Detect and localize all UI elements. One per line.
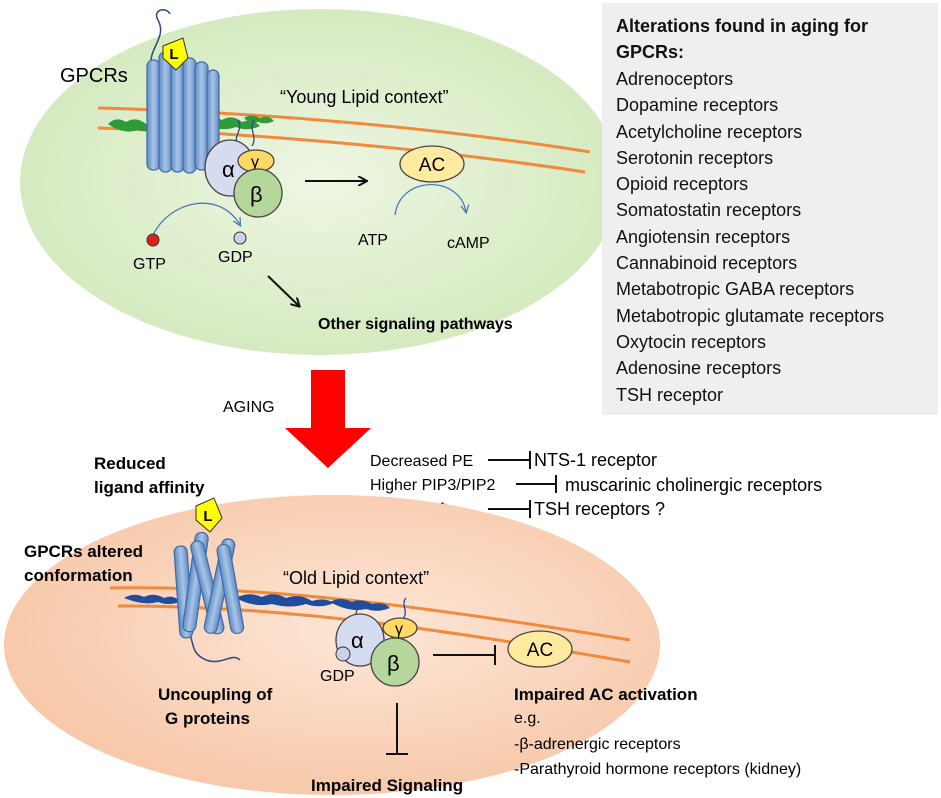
- receptor-list-item: Metabotropic glutamate receptors: [616, 305, 885, 326]
- receptor-list-item: Metabotropic GABA receptors: [616, 279, 855, 300]
- atp-camp-arrow: [394, 183, 466, 216]
- target-muscarinic: muscarinic cholinergic receptors: [565, 475, 822, 495]
- receptor-list-item: Serotonin receptors: [616, 147, 774, 168]
- old-ac-label: AC: [527, 640, 553, 661]
- old-gpcr: [173, 531, 245, 663]
- old-gdp-dot: [335, 646, 351, 662]
- gtp-gdp-exchange-arrow: [152, 202, 240, 236]
- reduced-affinity-label-2: ligand affinity: [94, 478, 205, 497]
- old-ac: AC: [507, 630, 573, 668]
- old-gamma-label: γ: [395, 621, 403, 638]
- gtp-label: GTP: [133, 256, 166, 273]
- old-g-protein: α γ β GDP: [320, 613, 420, 687]
- young-ligand: L: [162, 37, 189, 71]
- alterations-title-line-1: Alterations found in aging for: [616, 16, 868, 36]
- uncoupling-label-1: Uncoupling of: [158, 685, 273, 704]
- young-beta-label: β: [250, 182, 263, 207]
- young-ac-label: AC: [419, 155, 445, 176]
- example-parathyroid: -Parathyroid hormone receptors (kidney): [514, 761, 801, 778]
- receptor-list-item: TSH receptor: [616, 384, 724, 405]
- young-beta-subunit: [233, 168, 283, 218]
- lipid-changes: Decreased PE NTS-1 receptor Higher PIP3/…: [370, 450, 822, 519]
- old-lipid-context-label: “Old Lipid context”: [283, 568, 429, 588]
- other-pathways-label: Other signaling pathways: [318, 316, 513, 333]
- alterations-title-line-2: GPCRs:: [616, 42, 685, 62]
- aging-arrow: [285, 370, 371, 468]
- old-cell-body: [4, 495, 660, 795]
- alterations-title: Alterations found in aging for GPCRs:: [616, 13, 924, 65]
- old-ligand: L: [195, 497, 223, 533]
- other-pathways-arrow: [267, 275, 299, 306]
- target-nts1: NTS-1 receptor: [534, 450, 657, 470]
- young-g-protein: α γ β: [204, 139, 283, 218]
- old-cell: [4, 495, 660, 795]
- receptor-list-item: Oxytocin receptors: [616, 331, 767, 352]
- example-beta-adrenergic: -β-adrenergic receptors: [514, 736, 681, 753]
- camp-label: cAMP: [447, 235, 490, 252]
- receptor-list-item: Dopamine receptors: [616, 95, 779, 116]
- impaired-signaling-label: Impaired Signaling: [311, 776, 463, 795]
- receptor-list-item: Angiotensin receptors: [616, 226, 791, 247]
- altered-conformation-label-2: conformation: [24, 566, 133, 585]
- receptor-list-item: Acetylcholine receptors: [616, 121, 803, 142]
- receptor-list-item: Opioid receptors: [616, 174, 749, 195]
- old-alpha-label: α: [351, 628, 364, 653]
- impaired-ac-label: Impaired AC activation: [514, 685, 698, 704]
- old-gdp-label: GDP: [320, 668, 355, 685]
- gdp-label: GDP: [218, 249, 253, 266]
- young-lipid-context-label: “Young Lipid context”: [280, 87, 448, 107]
- young-gamma-label: γ: [251, 154, 259, 171]
- reduced-affinity-label-1: Reduced: [94, 454, 166, 473]
- aging-label: AGING: [223, 399, 275, 416]
- old-beta-subunit: [370, 637, 420, 687]
- eg-label: e.g.: [514, 710, 541, 727]
- young-alpha-label: α: [222, 157, 235, 182]
- old-beta-label: β: [387, 651, 400, 676]
- gpcrs-label: GPCRs: [60, 65, 128, 87]
- uncoupling-label-2: G proteins: [165, 709, 250, 728]
- alterations-panel: Alterations found in aging for GPCRs: Ad…: [602, 3, 938, 415]
- old-ligand-label: L: [203, 508, 212, 525]
- old-lipid-rafts: [124, 594, 390, 611]
- gdp-dot: [233, 231, 247, 245]
- receptor-list-item: Somatostatin receptors: [616, 200, 802, 221]
- lipid-change-decreased-pe: Decreased PE: [370, 453, 473, 470]
- receptor-list-item: Cannabinoid receptors: [616, 253, 798, 274]
- young-ac: AC: [399, 145, 465, 183]
- gtp-dot: [146, 233, 160, 247]
- receptor-list-item: Adrenoceptors: [616, 69, 734, 89]
- lipid-change-pip3-pip2: Higher PIP3/PIP2: [370, 477, 496, 494]
- young-gpcr: [146, 9, 220, 174]
- altered-conformation-label-1: GPCRs altered: [24, 542, 143, 561]
- atp-label: ATP: [358, 232, 388, 249]
- young-ligand-label: L: [169, 46, 178, 63]
- target-tsh: TSH receptors ?: [534, 499, 665, 519]
- receptor-list-item: Adenosine receptors: [616, 358, 782, 379]
